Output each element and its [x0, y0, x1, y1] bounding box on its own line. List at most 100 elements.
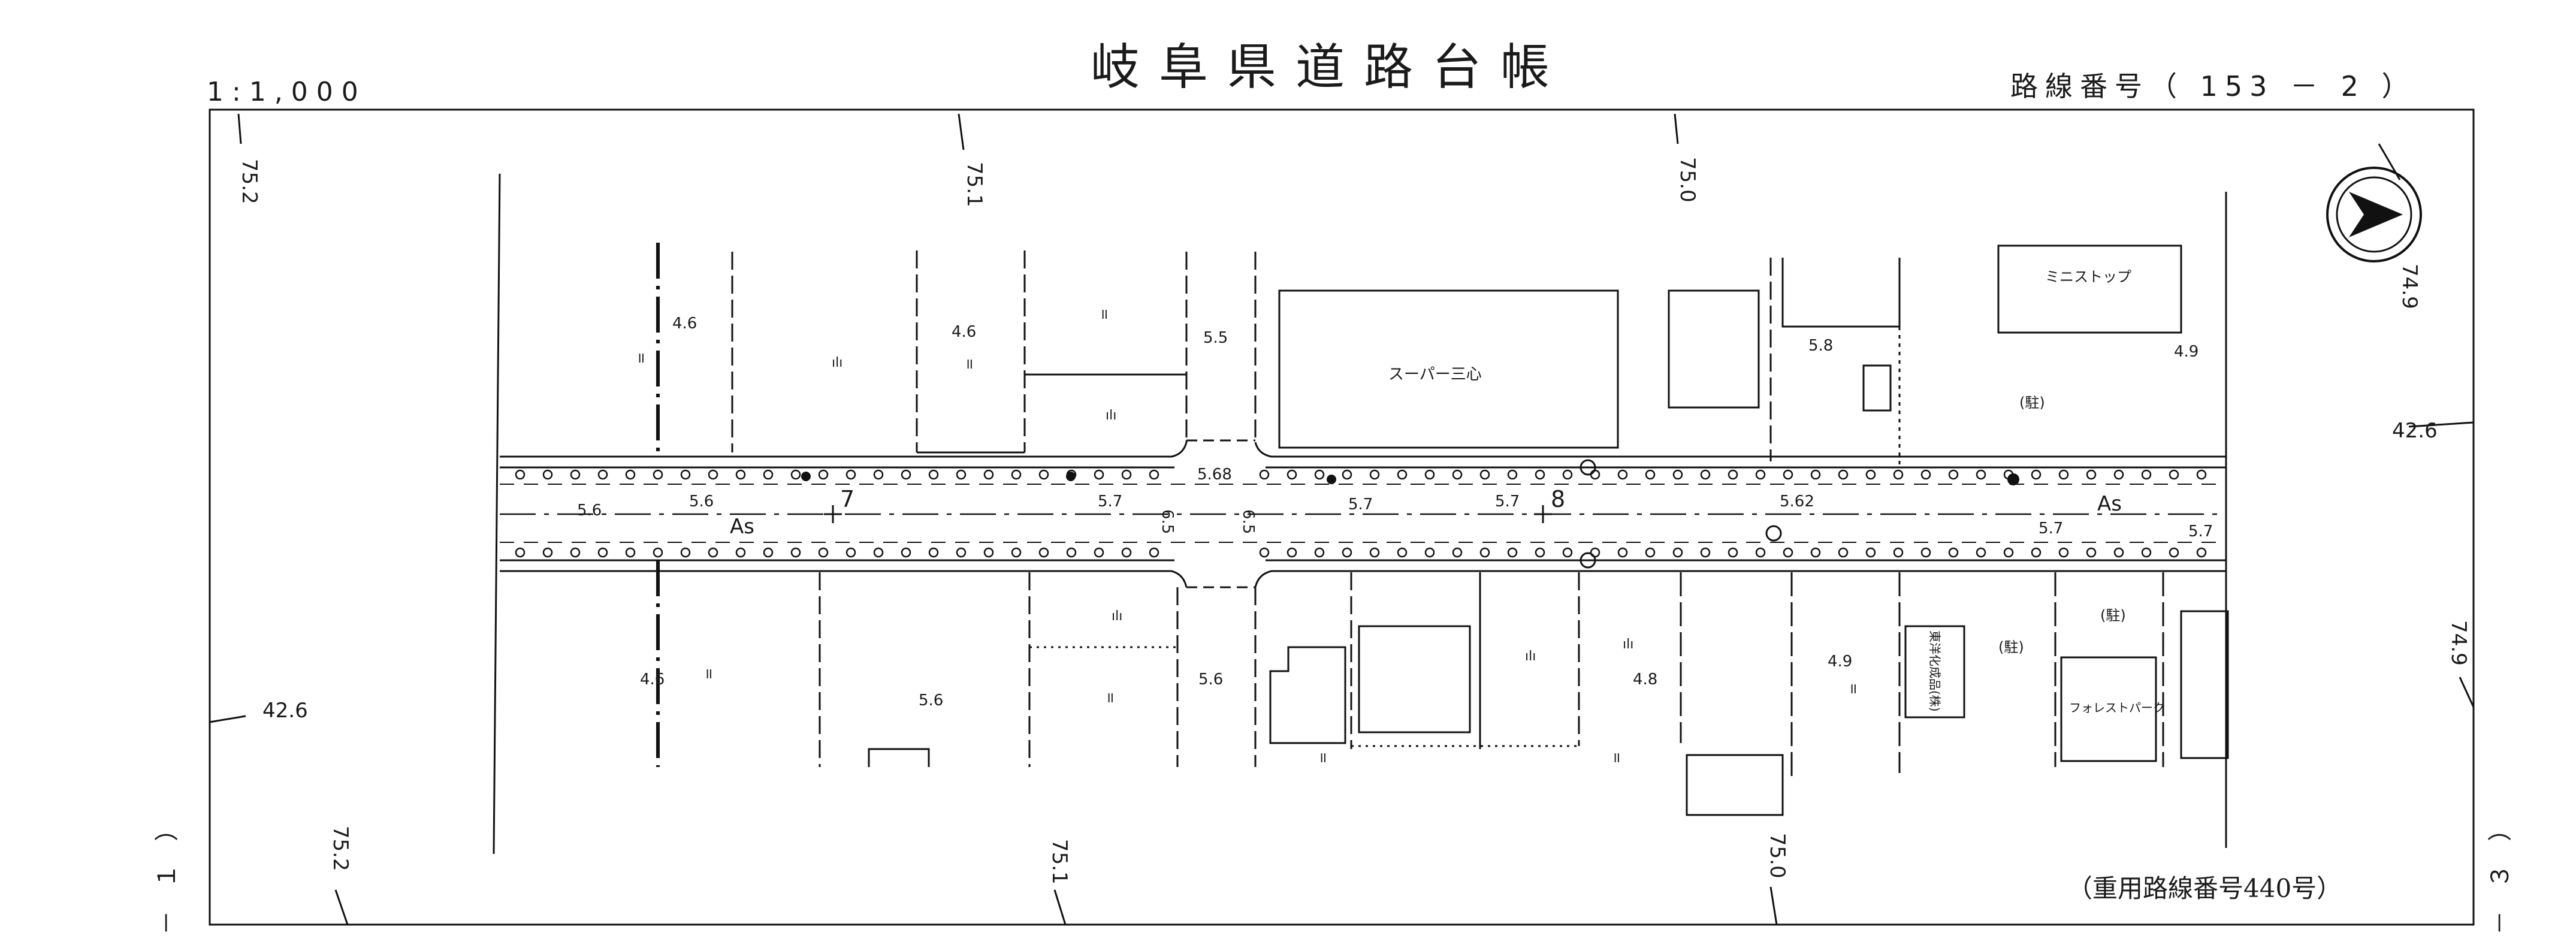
field-symbol: ॥: [704, 665, 712, 682]
ministop-building: [1997, 244, 2182, 334]
field-symbol: ॥: [1849, 680, 1857, 697]
curb-marker: [2141, 547, 2152, 558]
curb-marker: [1755, 547, 1766, 558]
toyo-chemical-building: [1904, 625, 1965, 718]
curb-marker: [1645, 469, 1656, 480]
station-cross: [824, 505, 1552, 523]
utility-poles: [801, 459, 2019, 569]
spot-height: 5.7: [1495, 493, 1520, 511]
curb-height: 6.5: [1158, 509, 1176, 534]
curb-marker: [1617, 469, 1628, 480]
orchard-symbol: ılı: [1106, 408, 1116, 423]
orchard-symbol: ılı: [1112, 609, 1122, 624]
curb-marker: [1287, 469, 1297, 480]
contour-label: 75.0: [1765, 833, 1789, 878]
route-number: 路線番号（ 153 － 2 ）: [2010, 70, 2417, 102]
curb-marker: [1672, 469, 1683, 480]
curb-marker: [1672, 547, 1683, 558]
contour-label: 75.2: [328, 826, 352, 871]
parking-label: (駐): [1998, 639, 2024, 656]
curb-marker: [653, 547, 663, 558]
curb-marker: [1011, 469, 1022, 480]
curb-marker: [1535, 547, 1545, 558]
curb-marker: [1920, 547, 1931, 558]
spot-height: 5.5: [1203, 329, 1228, 347]
spot-height: 4.6: [640, 671, 665, 689]
curb-marker: [1479, 547, 1490, 558]
orchard-symbol: ılı: [1525, 649, 1536, 664]
curb-marker: [2031, 469, 2042, 480]
spot-height: 5.7: [2188, 523, 2213, 541]
station-number: 8: [1551, 486, 1565, 512]
curb-marker: [1783, 469, 1793, 480]
spot-height: 5.7: [1348, 496, 1373, 514]
curb-marker: [1342, 547, 1352, 558]
contour-label: 75.1: [1047, 839, 1071, 884]
spot-height: 5.68: [1197, 466, 1232, 484]
land-use-symbols: ॥ ılı ॥ ॥ ılı ॥ ılı ॥ ılı ılı ॥ ॥ ॥: [636, 306, 1857, 766]
curb-marker: [901, 547, 911, 558]
curb-marker: [956, 469, 967, 480]
field-symbol: ॥: [1612, 749, 1620, 766]
curb-marker: [845, 547, 856, 558]
curb-marker: [1452, 469, 1463, 480]
curb-marker: [2086, 469, 2097, 480]
orchard-symbol: ılı: [1623, 637, 1633, 652]
curb-marker: [542, 469, 553, 480]
curb-marker: [1397, 469, 1408, 480]
field-symbol: ॥: [1100, 306, 1108, 322]
forest-park-label: フォレストパーク: [2069, 701, 2165, 715]
contour-label: 42.6: [2392, 419, 2438, 443]
station-number: 7: [840, 486, 854, 512]
parking-label: (駐): [2019, 394, 2045, 411]
curb-marker: [2113, 547, 2124, 558]
curb-marker: [735, 547, 746, 558]
curb-marker: [1645, 547, 1656, 558]
curb-marker: [1783, 547, 1793, 558]
curb-marker: [1976, 547, 1986, 558]
curb-marker: [818, 469, 829, 480]
curb-marker: [1865, 469, 1876, 480]
curb-marker: [2113, 469, 2124, 480]
curb-marker: [1562, 547, 1573, 558]
curb-marker: [1259, 547, 1270, 558]
curb-marker: [1066, 547, 1077, 558]
curb-marker: [845, 469, 856, 480]
adjacent-sheet-right: －３）: [2487, 795, 2514, 935]
curb-marker: [1038, 469, 1049, 480]
curb-height: 6.5: [1239, 509, 1257, 534]
spot-height: 5.6: [1198, 671, 1223, 689]
road-surface-label: As: [2097, 492, 2122, 516]
building: [1358, 625, 1471, 733]
curb-marker: [542, 547, 553, 558]
curb-marker: [2196, 547, 2207, 558]
curb-marker: [1728, 547, 1738, 558]
building: [1668, 289, 1760, 409]
curb-marker: [1287, 547, 1297, 558]
curb-marker: [1728, 469, 1738, 480]
parcel-boundaries-south: [656, 560, 2164, 816]
spot-height: 4.9: [1828, 653, 1852, 671]
curb-marker: [597, 547, 608, 558]
curb-marker: [1121, 469, 1132, 480]
heavy-route-note: （重用路線番号440号）: [2067, 874, 2342, 903]
field-symbol: ॥: [965, 355, 973, 372]
curb-marker: [1700, 469, 1711, 480]
field-symbol: ॥: [1106, 689, 1114, 706]
spot-heights: 4.6 4.6 5.5 5.8 4.9 5.6 5.6 5.7 5.68 5.7…: [577, 315, 2213, 709]
building: [1269, 646, 1346, 744]
curb-marker: [2031, 547, 2042, 558]
curb-marker: [735, 469, 746, 480]
curb-marker: [1149, 547, 1159, 558]
curb-marker: [1700, 547, 1711, 558]
ministop-label: ミニストップ: [2045, 268, 2131, 285]
curb-marker: [983, 547, 994, 558]
curb-marker: [790, 547, 801, 558]
orchard-symbol: ılı: [832, 355, 842, 370]
curb-marker: [2003, 547, 2014, 558]
curb-marker: [1121, 547, 1132, 558]
curb-marker: [1038, 547, 1049, 558]
parcel-boundaries-north: [656, 243, 1901, 467]
curb-marker: [2169, 547, 2179, 558]
adjacent-sheet-left: －１）: [153, 795, 181, 935]
